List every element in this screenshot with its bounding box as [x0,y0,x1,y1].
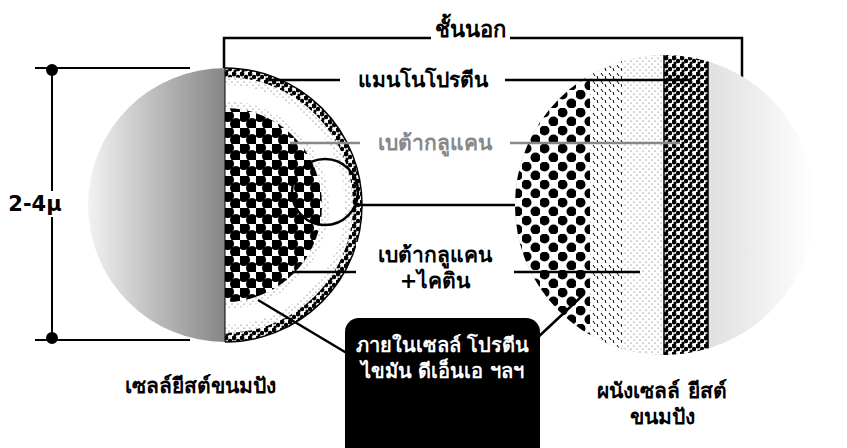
part-label: เบต้ากลูแคน [374,130,496,156]
part-label: ชั้นนอก [431,16,510,44]
part-label: 2-4μ [4,191,65,217]
cell-wall-section [510,50,815,360]
info-box: ภายในเซลล์ โปรตีน ไขมัน ดีเอ็นเอ ฯลฯ [345,318,540,448]
box-text: ภายในเซลล์ โปรตีน ไขมัน ดีเอ็นเอ ฯลฯ [355,332,530,384]
leader-lines [258,80,690,355]
part-label: เบต้ากลูแคน +ไคติน [356,242,514,295]
zoom-line [358,204,530,207]
part-label: แมนโนโปรตีน [354,67,492,93]
part-label: เซลล์ยีสต์ขนมปัง [121,373,280,399]
part-label: ผนังเซลล์ ยีสต์ขนมปัง [583,378,741,431]
magnifier-circle [292,159,358,225]
yeast-cell [88,68,362,342]
